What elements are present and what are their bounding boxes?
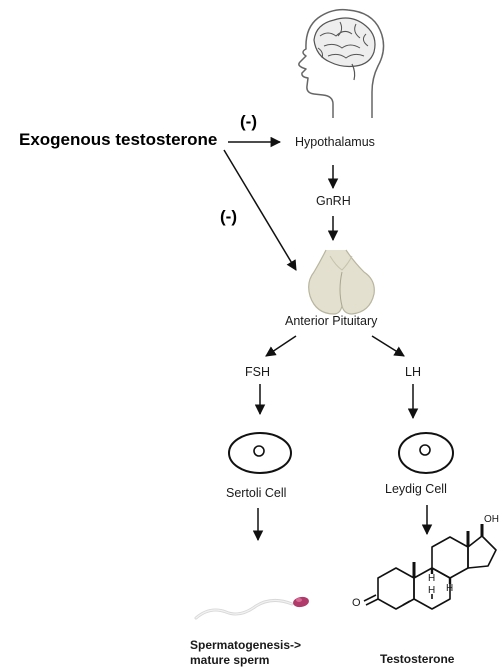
sertoli-cell-label: Sertoli Cell	[226, 486, 287, 500]
negative-feedback-hypothalamus-label: (-)	[240, 112, 257, 131]
arrow-pituitary-to-lh	[371, 335, 405, 357]
fsh-label: FSH	[245, 365, 270, 379]
mature-sperm-label: mature sperm	[190, 653, 270, 667]
gnrh-label: GnRH	[316, 194, 351, 208]
hydroxyl-label: OH	[484, 514, 499, 525]
hydrogen-label-3: H	[428, 585, 436, 596]
arrow-pituitary-to-fsh	[265, 335, 297, 357]
leydig-cell-label: Leydig Cell	[385, 482, 447, 496]
sertoli-cell-icon	[228, 432, 292, 474]
exogenous-testosterone-label: Exogenous testosterone	[19, 130, 218, 149]
testosterone-label: Testosterone	[380, 652, 455, 666]
sperm-icon	[194, 596, 309, 620]
arrow-exogenous-to-pituitary	[223, 149, 297, 271]
head-brain-icon	[298, 8, 385, 118]
negative-feedback-pituitary-label: (-)	[220, 207, 237, 226]
hydrogen-label-2: H	[446, 583, 454, 594]
lh-label: LH	[405, 365, 421, 379]
spermatogenesis-label: Spermatogenesis->	[190, 638, 302, 652]
hypothalamus-label: Hypothalamus	[295, 135, 375, 149]
pituitary-gland-icon	[308, 249, 375, 315]
leydig-cell-icon	[398, 432, 454, 474]
testosterone-structure-icon	[363, 524, 497, 610]
anterior-pituitary-label: Anterior Pituitary	[285, 314, 378, 328]
hydrogen-label-1: H	[428, 573, 436, 584]
oxygen-label: O	[352, 597, 361, 609]
